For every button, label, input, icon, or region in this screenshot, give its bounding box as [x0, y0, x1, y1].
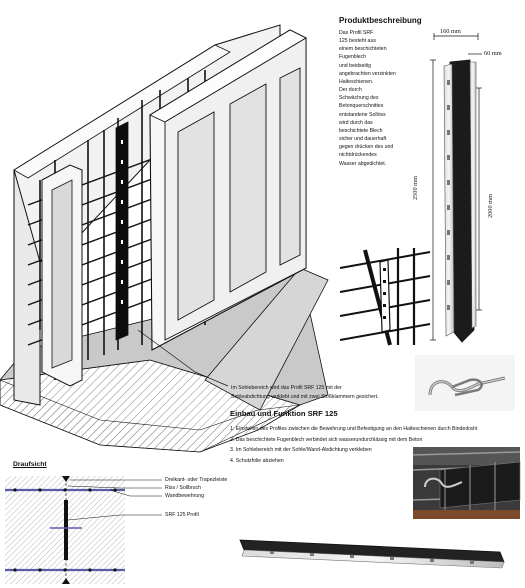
profile-elevation: [430, 33, 482, 343]
einbau-step-2: 2. Das beschichtete Fugenblech verbindet…: [230, 436, 423, 443]
draufsicht-title: Draufsicht: [13, 461, 47, 468]
wall-illustration: [0, 24, 329, 453]
dim-width-flange: 60 mm: [484, 50, 502, 57]
produktbeschreibung-line: angebrachten verzinkten: [339, 70, 396, 77]
dim-width-top: 160 mm: [440, 28, 461, 35]
produktbeschreibung-line: wird durch das: [339, 119, 373, 126]
einbau-step-3: 3. Im Sohlebereich mit der Sohle/Wand-Ab…: [230, 447, 372, 454]
profile-rail-left: [443, 63, 455, 337]
produktbeschreibung-line: Der durch: [339, 87, 362, 94]
produktbeschreibung-line: Halteschienen.: [339, 78, 374, 85]
einbau-steps: 1. Einstellen des Profiles zwischen die …: [230, 424, 477, 466]
legend-riss: Riss / Sollbruch: [165, 485, 202, 491]
produktbeschreibung-line: entstandene Sollriss: [339, 111, 386, 118]
produktbeschreibung-line: gegen drücken des und: [339, 144, 394, 151]
profile-rail-right: [469, 61, 477, 329]
dim-height-total: 2500 mm: [412, 176, 419, 200]
profile-rail-holes: [447, 80, 450, 310]
installed-photo: [412, 447, 521, 519]
rebar-detail: [339, 248, 431, 346]
slab-right-face: [204, 267, 329, 411]
draufsicht-plan: [5, 476, 162, 584]
sohle-note-line-2: Sohleabdichtung verklebt und mit zwei St…: [231, 393, 379, 400]
srf-plan-profile: [64, 500, 68, 560]
formwork-window-2: [229, 83, 267, 293]
einbau-step-1: 1. Einstellen des Profiles zwischen die …: [230, 426, 478, 432]
formwork-window-1: [177, 111, 215, 321]
legend-srf-profil: SRF 125 Profil: [165, 512, 199, 518]
sohle-note-line-1: Im Sohlebereich wird das Profil SRF 125 …: [231, 385, 342, 391]
produktbeschreibung-line: Wasser abgedichtet.: [339, 160, 387, 167]
produktbeschreibung-line: nichtdrückendes: [339, 152, 377, 159]
produktbeschreibung-line: einem beschichteten: [339, 46, 387, 53]
srf-profile-holes: [121, 140, 123, 304]
back-wall-side: [13, 169, 41, 406]
produktbeschreibung-line: sicher und dauerhaft: [339, 136, 387, 143]
bottom-profile: [239, 539, 505, 569]
dreikant-bottom: [62, 578, 70, 584]
produktbeschreibung-line: Schwächung des: [339, 95, 379, 102]
produktbeschreibung-line: und beidseitig: [339, 62, 372, 69]
produktbeschreibung-title: Produktbeschreibung: [339, 16, 422, 25]
srf-profile-strip: [115, 121, 129, 341]
note-leader-line: [137, 329, 229, 387]
produktbeschreibung-line: Das Profil SRF: [339, 30, 374, 36]
produktbeschreibung-line: beschichtete Blech: [339, 127, 383, 134]
einbau-title: Einbau und Funktion SRF 125: [230, 409, 338, 418]
legend-wandbewehrung: Wandbewehrung: [165, 493, 205, 499]
formwork-window-3: [279, 67, 301, 266]
produktbeschreibung-line: Fugenblech: [339, 54, 367, 61]
sohle-note: Im Sohlebereich wird das Profil SRF 125 …: [231, 384, 379, 401]
produktbeschreibung-line: Betonquerschnittes: [339, 103, 384, 110]
einbau-step-4: 4. Schutzfolie abziehen: [230, 457, 284, 464]
dreikant-top: [62, 476, 70, 482]
legend-dreikant: Dreikant- oder Trapezleiste: [165, 477, 228, 483]
dim-height-inner: 2000 mm: [487, 194, 494, 218]
clip-photo: [415, 355, 515, 411]
produktbeschreibung-line: 125 besteht aus: [339, 38, 376, 45]
